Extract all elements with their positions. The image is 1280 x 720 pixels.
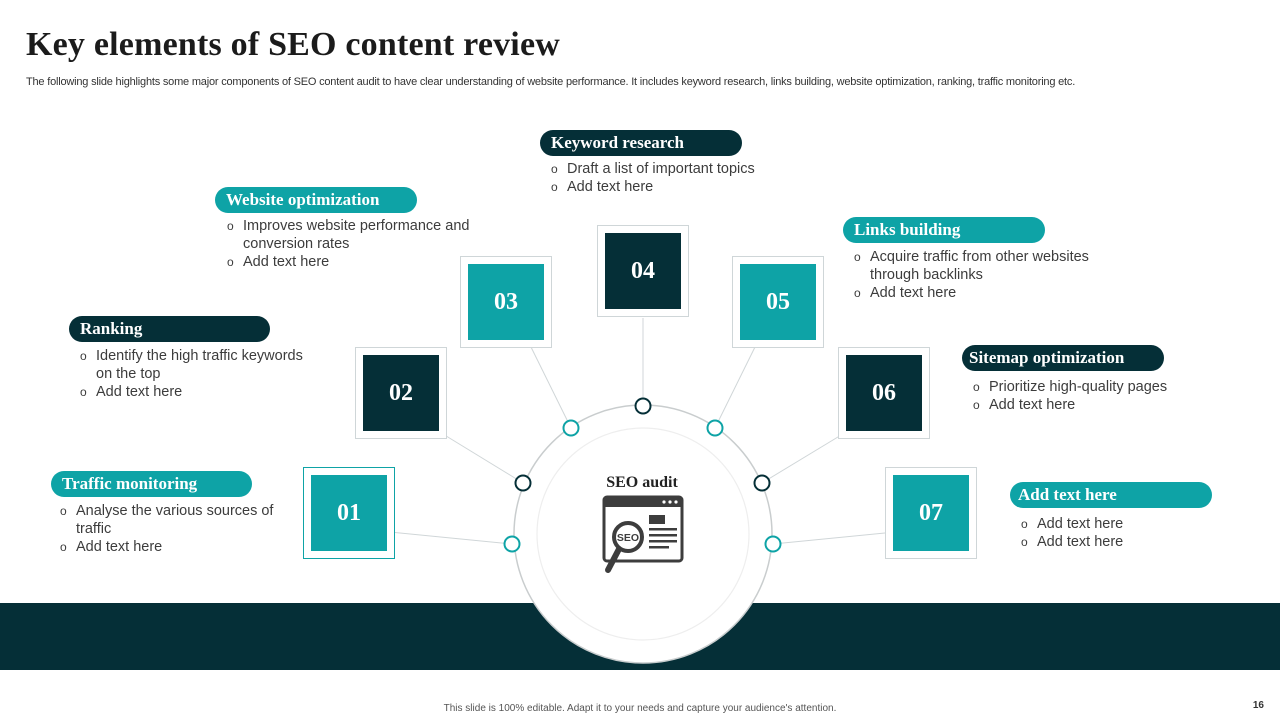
bullets-traffic-monitoring: Analyse the various sources of traffic A… <box>58 502 278 556</box>
bullet-item: Add text here <box>549 178 789 196</box>
label-ranking: Ranking <box>69 316 270 342</box>
number-01: 01 <box>311 475 387 551</box>
label-traffic-monitoring: Traffic monitoring <box>51 471 252 497</box>
seo-audit-icon: SEO <box>602 495 684 573</box>
number-02: 02 <box>363 355 439 431</box>
connector-node-04 <box>634 397 652 415</box>
bullet-item: Add text here <box>78 383 318 401</box>
number-box-02: 02 <box>355 347 447 439</box>
connector-nodes <box>503 397 782 553</box>
page-subtitle: The following slide highlights some majo… <box>26 76 1076 88</box>
bullet-item: Add text here <box>58 538 278 556</box>
bullet-item: Improves website performance and convers… <box>225 217 485 253</box>
number-05: 05 <box>740 264 816 340</box>
bullet-item: Add text here <box>852 284 1112 302</box>
number-06: 06 <box>846 355 922 431</box>
bullets-keyword-research: Draft a list of important topics Add tex… <box>549 160 789 196</box>
connector-line-03 <box>529 344 572 429</box>
connector-node-02 <box>514 474 532 492</box>
bullets-ranking: Identify the high traffic keywords on th… <box>78 347 318 401</box>
number-04: 04 <box>605 233 681 309</box>
bullets-links-building: Acquire traffic from other websites thro… <box>852 248 1112 302</box>
label-add-text-here: Add text here <box>1010 482 1212 508</box>
seo-icon-text: SEO <box>617 532 639 544</box>
bullets-sitemap-optimization: Prioritize high-quality pages Add text h… <box>971 378 1211 414</box>
label-sitemap-optimization: Sitemap optimization <box>962 345 1164 371</box>
bullet-item: Identify the high traffic keywords on th… <box>78 347 318 383</box>
page-number: 16 <box>1252 700 1264 711</box>
number-box-06: 06 <box>838 347 930 439</box>
footer-note: This slide is 100% editable. Adapt it to… <box>443 703 837 714</box>
number-box-01: 01 <box>303 467 395 559</box>
bullet-item: Draft a list of important topics <box>549 160 789 178</box>
number-box-07: 07 <box>885 467 977 559</box>
connector-node-05 <box>706 419 724 437</box>
bullet-item: Add text here <box>1019 533 1219 551</box>
bullet-item: Add text here <box>1019 515 1219 533</box>
number-box-03: 03 <box>460 256 552 348</box>
label-keyword-research: Keyword research <box>540 130 742 156</box>
bullet-item: Analyse the various sources of traffic <box>58 502 278 538</box>
connector-node-01 <box>503 535 521 553</box>
label-website-optimization: Website optimization <box>215 187 417 213</box>
bullet-item: Acquire traffic from other websites thro… <box>852 248 1112 284</box>
connector-line-05 <box>714 344 757 429</box>
hub-label: SEO audit <box>606 474 678 491</box>
number-box-04: 04 <box>597 225 689 317</box>
bullets-website-optimization: Improves website performance and convers… <box>225 217 485 271</box>
connector-node-07 <box>764 535 782 553</box>
number-07: 07 <box>893 475 969 551</box>
page-title: Key elements of SEO content review <box>26 26 560 63</box>
number-box-05: 05 <box>732 256 824 348</box>
label-links-building: Links building <box>843 217 1045 243</box>
bullet-item: Add text here <box>225 253 485 271</box>
connector-node-06 <box>753 474 771 492</box>
bullet-item: Add text here <box>971 396 1211 414</box>
bullet-item: Prioritize high-quality pages <box>971 378 1211 396</box>
bullets-add-text-here: Add text here Add text here <box>1019 515 1219 551</box>
connector-node-03 <box>562 419 580 437</box>
number-03: 03 <box>468 264 544 340</box>
hub-inner-ring <box>536 427 750 641</box>
